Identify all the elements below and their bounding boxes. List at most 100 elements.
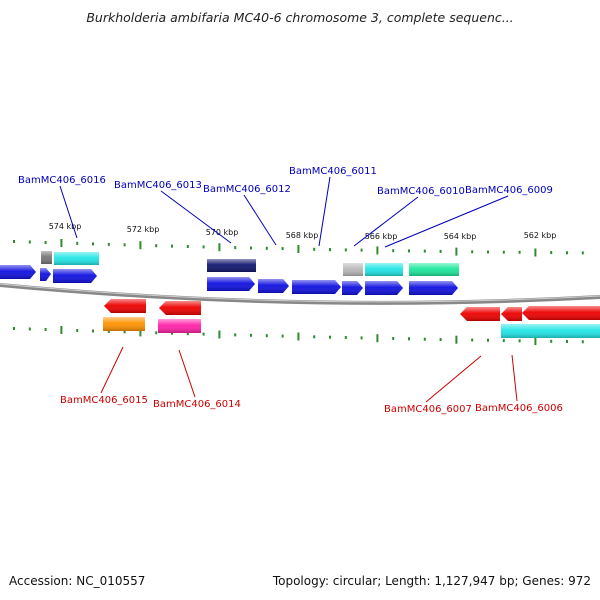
minor-tick (439, 338, 442, 341)
gene-label-6010[interactable]: BamMC406_6010 (377, 186, 465, 197)
minor-tick (329, 335, 331, 339)
minor-tick (155, 244, 158, 248)
minor-tick (329, 248, 331, 252)
gene-feature[interactable] (103, 317, 145, 331)
scale-label-562: 562 kbp (524, 231, 557, 240)
scale-label-570: 570 kbp (206, 228, 239, 237)
minor-tick (107, 242, 110, 246)
gene-feature[interactable] (258, 279, 289, 293)
minor-tick (518, 339, 521, 343)
tick-row-top (13, 239, 584, 257)
gene-label-6007[interactable]: BamMC406_6007 (384, 404, 472, 415)
gene-feature[interactable] (522, 306, 600, 320)
callout-6014 (178, 349, 196, 398)
gene-feature[interactable] (365, 263, 403, 276)
topology-summary-text: Topology: circular; Length: 1,127,947 bp… (272, 574, 591, 588)
major-tick (376, 246, 379, 255)
callout-6010 (353, 196, 419, 247)
minor-tick (392, 249, 395, 253)
minor-tick (92, 329, 94, 333)
minor-tick (76, 241, 79, 245)
minor-tick (439, 249, 442, 253)
gene-feature[interactable] (409, 281, 458, 295)
scale-label-566: 566 kbp (365, 232, 398, 241)
callout-6015 (100, 346, 124, 394)
gene-row-reverse-outer (103, 317, 600, 338)
gene-feature[interactable] (292, 280, 341, 294)
gene-label-6009[interactable]: BamMC406_6009 (465, 185, 553, 196)
gene-feature[interactable] (460, 307, 500, 321)
gene-feature[interactable] (104, 299, 146, 313)
minor-tick (487, 250, 489, 254)
callout-lines-forward (59, 176, 509, 248)
gene-feature[interactable] (53, 269, 97, 283)
minor-tick (234, 246, 237, 250)
gene-label-6011[interactable]: BamMC406_6011 (289, 166, 377, 177)
gene-feature[interactable] (501, 307, 522, 321)
callout-6011 (318, 176, 331, 247)
gene-feature[interactable] (207, 259, 256, 272)
gene-feature[interactable] (365, 281, 403, 295)
minor-tick (202, 245, 205, 249)
major-tick (455, 247, 458, 256)
gene-label-6012[interactable]: BamMC406_6012 (203, 184, 291, 195)
gene-feature[interactable] (40, 268, 51, 281)
minor-tick (408, 249, 410, 253)
minor-tick (44, 328, 47, 331)
gene-label-6014[interactable]: BamMC406_6014 (153, 399, 241, 410)
minor-tick (518, 250, 521, 254)
major-tick (60, 326, 63, 334)
minor-tick (123, 243, 126, 247)
minor-tick (13, 327, 15, 330)
map-title: Burkholderia ambifaria MC40-6 chromosome… (86, 10, 514, 25)
scale-label-564: 564 kbp (444, 232, 477, 241)
gene-feature[interactable] (342, 281, 363, 295)
minor-tick (471, 338, 474, 342)
gene-feature[interactable] (409, 263, 459, 276)
gene-label-6006[interactable]: BamMC406_6006 (475, 403, 563, 414)
gene-row-forward-inner (0, 265, 458, 295)
gene-feature[interactable] (158, 319, 201, 333)
minor-tick (28, 240, 31, 244)
minor-tick (171, 244, 173, 248)
callout-6013 (160, 190, 232, 244)
minor-tick (107, 329, 110, 333)
minor-tick (281, 247, 284, 251)
minor-tick (566, 251, 568, 255)
gene-row-forward-outer (41, 251, 459, 276)
minor-tick (186, 332, 189, 336)
minor-tick (171, 331, 173, 335)
callout-6006 (511, 354, 518, 402)
minor-tick (76, 329, 79, 332)
gene-label-6013[interactable]: BamMC406_6013 (114, 180, 202, 191)
minor-tick (234, 333, 237, 337)
minor-tick (360, 248, 363, 252)
gene-feature[interactable] (343, 263, 363, 276)
callout-6016 (59, 185, 78, 239)
gene-feature[interactable] (159, 301, 201, 315)
major-tick (218, 243, 221, 252)
major-tick (218, 330, 221, 339)
scale-label-572: 572 kbp (127, 225, 160, 234)
callout-6012 (243, 194, 277, 246)
minor-tick (344, 336, 347, 339)
minor-tick (423, 337, 426, 341)
minor-tick (202, 332, 205, 336)
gene-feature[interactable] (0, 265, 36, 279)
minor-tick (250, 333, 252, 337)
gene-feature[interactable] (54, 252, 99, 265)
major-tick (297, 332, 300, 341)
gene-feature[interactable] (41, 251, 52, 264)
minor-tick (44, 241, 47, 244)
gene-row-reverse-inner (104, 299, 600, 321)
tick-row-bottom (13, 326, 584, 346)
gene-label-6016[interactable]: BamMC406_6016 (18, 175, 106, 186)
gene-label-6015[interactable]: BamMC406_6015 (60, 395, 148, 406)
gene-feature[interactable] (501, 324, 600, 338)
major-tick (60, 239, 63, 247)
minor-tick (250, 246, 252, 250)
callout-lines-reverse (100, 346, 518, 403)
accession-text: Accession: NC_010557 (9, 574, 146, 588)
gene-feature[interactable] (207, 277, 255, 291)
